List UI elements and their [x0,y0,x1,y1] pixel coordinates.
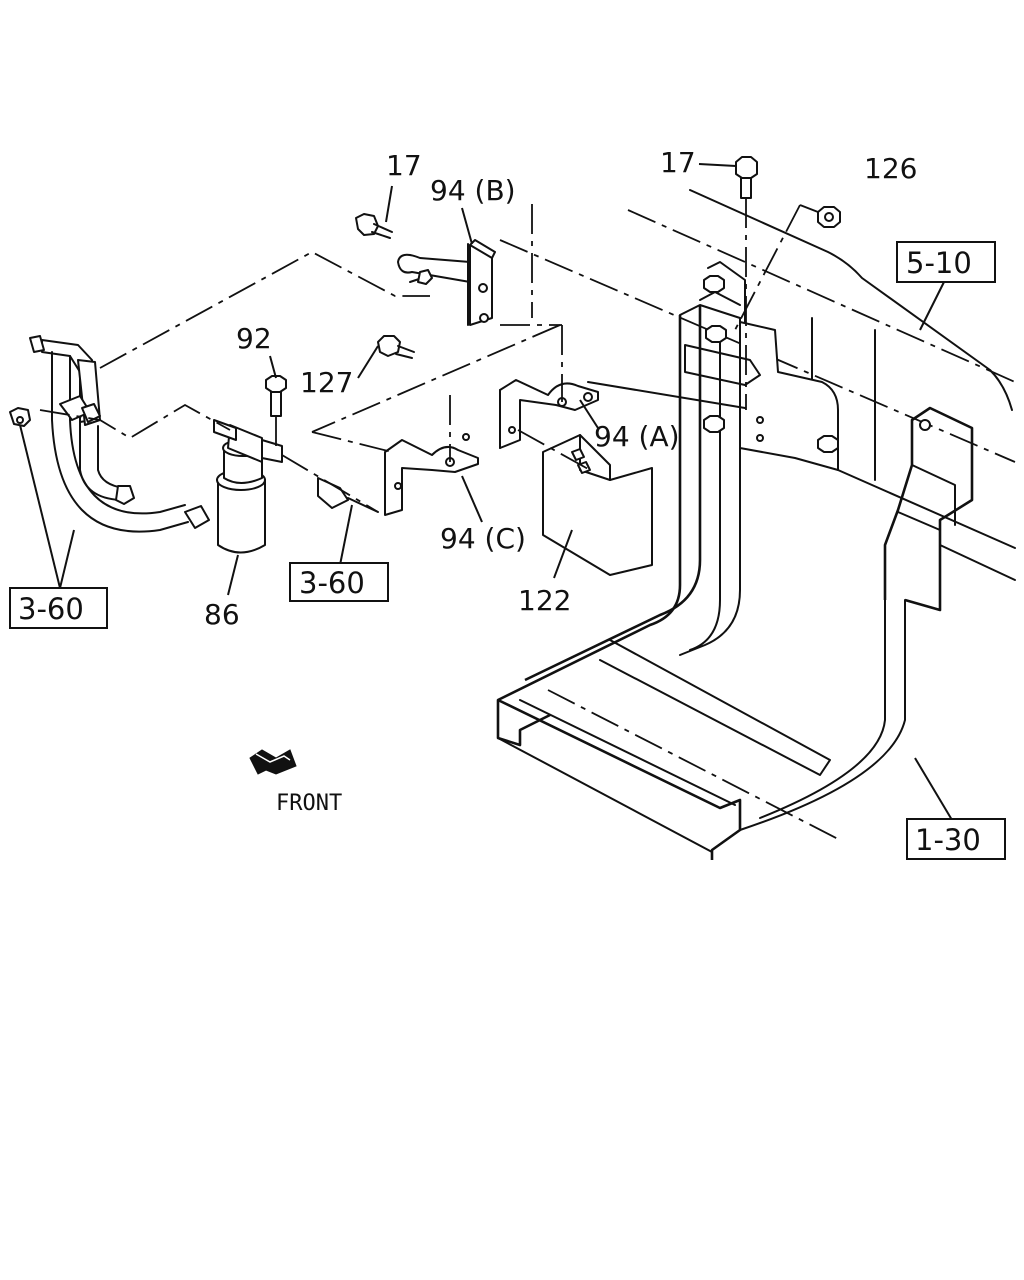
bolt-127 [377,335,415,359]
callout-94b: 94 (B) [430,174,516,207]
hose-assembly [9,250,430,533]
ref-box-1-30: 1-30 [906,818,1006,860]
callout-122: 122 [518,584,571,617]
fuel-filter-86 [213,419,379,554]
ref-3-60-left-label: 3-60 [18,592,84,626]
callout-127: 127 [300,366,353,399]
callout-17-left: 17 [386,149,422,182]
bolt-17-right [735,156,758,410]
ref-box-5-10: 5-10 [896,241,996,283]
front-label: FRONT [276,791,342,816]
bracket-94b [397,204,533,326]
callout-86: 86 [204,598,240,631]
nut-126 [734,204,841,331]
ref-box-3-60-center: 3-60 [289,562,389,602]
callout-94c: 94 (C) [440,522,526,555]
battery-carrier [496,261,974,860]
ref-5-10-label: 5-10 [906,246,972,280]
bolt-17-left [355,213,433,285]
bracket-94c [311,395,479,516]
ref-3-60-center-label: 3-60 [299,566,365,600]
ref-1-30-label: 1-30 [915,823,981,857]
bracket-94a [311,324,746,449]
callout-94a: 94 (A) [594,420,680,453]
front-arrow [249,749,297,775]
bolt-92 [265,375,287,448]
callout-92: 92 [236,322,272,355]
callout-labels: 17 94 (B) 17 126 92 127 94 (A) 94 (C) 12… [204,146,917,631]
callout-17-right: 17 [660,146,696,179]
callout-126: 126 [864,152,917,185]
ref-box-3-60-left: 3-60 [9,587,108,629]
leader-lines [19,163,953,821]
